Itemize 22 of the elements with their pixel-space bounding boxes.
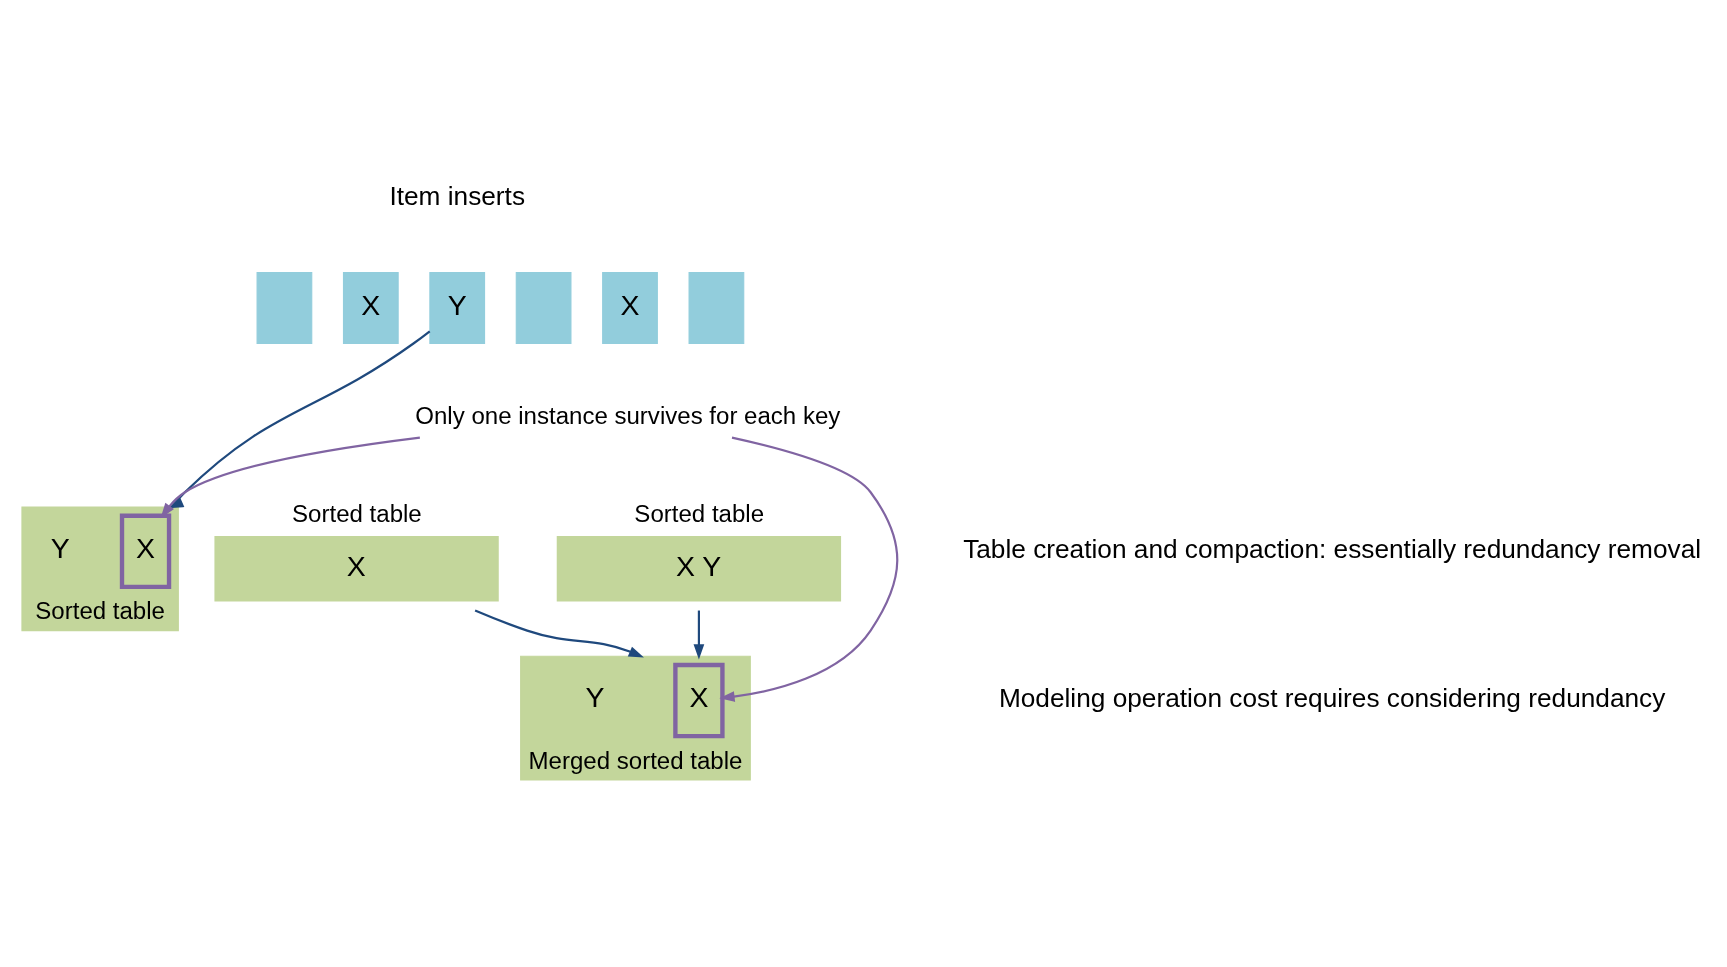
arrow: [168, 330, 431, 509]
label: Y: [585, 681, 605, 714]
node-box: [688, 271, 745, 345]
arrow: [693, 610, 705, 660]
label: Item inserts: [389, 180, 526, 211]
node-box: X: [214, 536, 499, 602]
label: Y: [50, 532, 70, 565]
arrow: [474, 609, 644, 658]
label: Table creation and compaction: essentially redundancy removal: [963, 534, 1702, 565]
node-box: X: [602, 271, 658, 345]
node-label: Sorted table: [634, 500, 765, 528]
node-label: Sorted table: [292, 500, 422, 528]
node-box: [256, 271, 313, 345]
node-box: X: [119, 513, 172, 590]
node-box: X: [342, 271, 399, 345]
node-box: X Y: [556, 536, 842, 602]
node-text: Only one instance survives for each key: [415, 402, 841, 430]
label: Modeling operation cost requires considering redundancy: [998, 683, 1666, 714]
node-box: [515, 271, 572, 345]
arrow: [719, 436, 899, 702]
node-box: X: [673, 662, 725, 739]
node-box: Y: [429, 271, 486, 345]
